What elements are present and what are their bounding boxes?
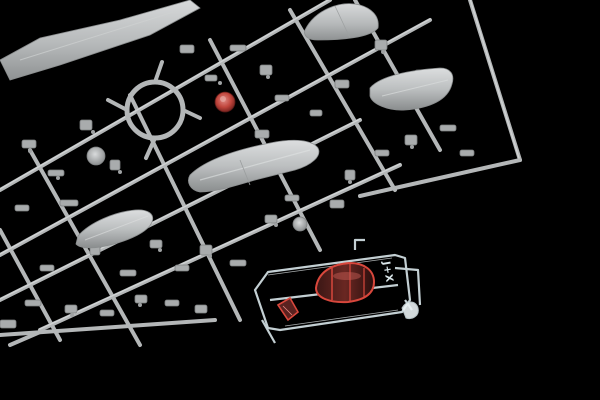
grey-disc-2 <box>292 216 308 232</box>
clear-sprue-marking: J+X <box>380 260 395 284</box>
red-roundel-part <box>214 91 236 113</box>
canopy-part <box>314 261 376 304</box>
clear-small-part <box>401 301 419 319</box>
windscreen-part <box>276 296 300 322</box>
fuselage-half <box>188 139 320 193</box>
grey-disc-1 <box>86 146 106 166</box>
wing-part-top-left <box>0 0 201 81</box>
sprue-gates <box>28 50 414 317</box>
wing-part-top-right <box>304 3 379 41</box>
small-grey-parts <box>0 39 475 329</box>
